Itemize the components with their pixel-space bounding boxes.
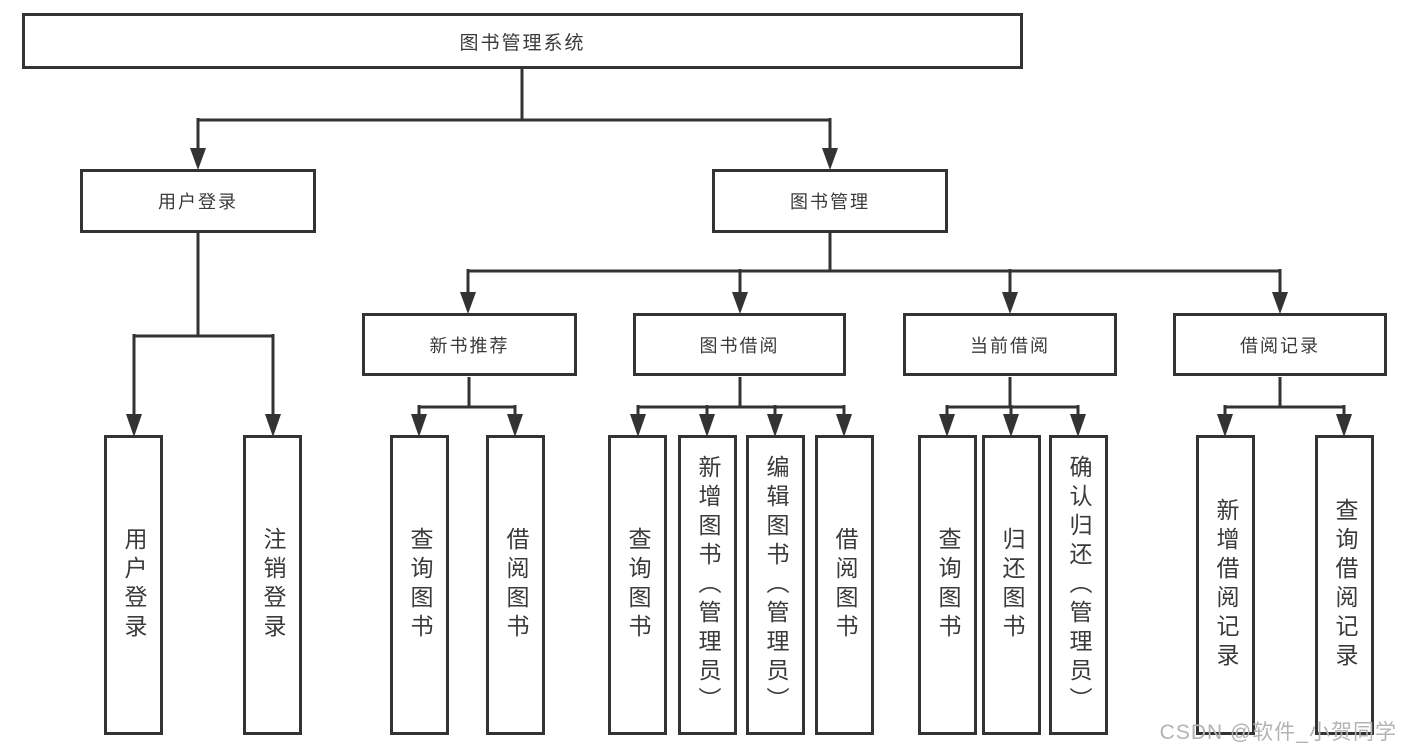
node-user-login: 用户登录 (80, 169, 316, 233)
arrowhead-down-icon (630, 414, 646, 437)
node-label: 用户登录 (158, 192, 238, 212)
node-label: 图书管理系统 (459, 32, 586, 54)
arrowhead-down-icon (1003, 414, 1019, 437)
connector-borrow-records-to-leaves (1223, 377, 1346, 419)
leaf-label: 归还图书 (999, 527, 1025, 643)
arrowhead-down-icon (1070, 414, 1086, 437)
leaf-return-books: 归还图书 (982, 435, 1041, 735)
arrowhead-down-icon (507, 414, 523, 437)
connector-user-login-to-leaves (132, 233, 275, 418)
node-book-management: 图书管理 (712, 169, 948, 233)
leaf-label: 查询图书 (935, 527, 961, 643)
arrowhead-down-icon (126, 414, 142, 437)
leaf-label: 借阅图书 (503, 527, 529, 643)
leaf-borrow-books-recommend: 借阅图书 (486, 435, 545, 735)
arrowhead-down-icon (460, 292, 476, 314)
leaf-logout-login: 注销登录 (243, 435, 302, 735)
watermark: CSDN @软件_小贺同学 (1159, 721, 1397, 744)
leaf-label: 编辑图书（管理员） (763, 454, 789, 716)
arrowhead-down-icon (939, 414, 955, 437)
leaf-label: 借阅图书 (832, 527, 858, 643)
connector-root-to-level2 (196, 69, 832, 152)
leaf-query-books-borrow: 查询图书 (608, 435, 667, 735)
arrowhead-down-icon (190, 148, 206, 170)
leaf-label: 查询借阅记录 (1332, 498, 1358, 672)
arrowhead-down-icon (411, 414, 427, 437)
leaf-label: 查询图书 (625, 527, 651, 643)
connector-new-book-recommend-to-leaves (417, 377, 517, 419)
node-label: 图书借阅 (699, 335, 780, 356)
leaf-label: 新增借阅记录 (1213, 498, 1239, 672)
connector-book-borrow-to-leaves (636, 377, 846, 419)
leaf-borrow-books: 借阅图书 (815, 435, 874, 735)
node-label: 图书管理 (790, 192, 870, 212)
connector-current-borrow-to-leaves (945, 377, 1080, 419)
leaf-label: 新增图书（管理员） (695, 454, 721, 716)
node-book-borrow: 图书借阅 (633, 313, 846, 376)
leaf-label: 确认归还（管理员） (1066, 454, 1092, 716)
arrowhead-down-icon (1336, 414, 1352, 437)
leaf-add-books-admin: 新增图书（管理员） (678, 435, 737, 735)
node-new-book-recommend: 新书推荐 (362, 313, 577, 376)
leaf-query-borrow-record: 查询借阅记录 (1315, 435, 1374, 735)
node-root-library-system: 图书管理系统 (22, 13, 1023, 69)
node-label: 当前借阅 (970, 335, 1050, 356)
arrowhead-down-icon (1002, 292, 1018, 314)
leaf-user-login: 用户登录 (104, 435, 163, 735)
leaf-label: 用户登录 (121, 527, 147, 643)
arrowhead-down-icon (1217, 414, 1233, 437)
node-label: 借阅记录 (1240, 335, 1320, 356)
connector-book-management-to-level3 (466, 233, 1282, 295)
arrowhead-down-icon (1272, 292, 1288, 314)
leaf-confirm-return-admin: 确认归还（管理员） (1049, 435, 1108, 735)
node-current-borrow: 当前借阅 (903, 313, 1117, 376)
arrowhead-down-icon (822, 148, 838, 170)
node-label: 新书推荐 (429, 335, 510, 356)
leaf-label: 查询图书 (407, 527, 433, 643)
leaf-add-borrow-record: 新增借阅记录 (1196, 435, 1255, 735)
leaf-query-books-current: 查询图书 (918, 435, 977, 735)
arrowhead-down-icon (767, 414, 783, 437)
arrowhead-down-icon (836, 414, 852, 437)
node-borrow-records: 借阅记录 (1173, 313, 1387, 376)
arrowhead-down-icon (732, 292, 748, 314)
arrowhead-down-icon (265, 414, 281, 437)
leaf-edit-books-admin: 编辑图书（管理员） (746, 435, 805, 735)
arrowhead-down-icon (699, 414, 715, 437)
leaf-label: 注销登录 (260, 527, 286, 643)
leaf-query-books-recommend: 查询图书 (390, 435, 449, 735)
